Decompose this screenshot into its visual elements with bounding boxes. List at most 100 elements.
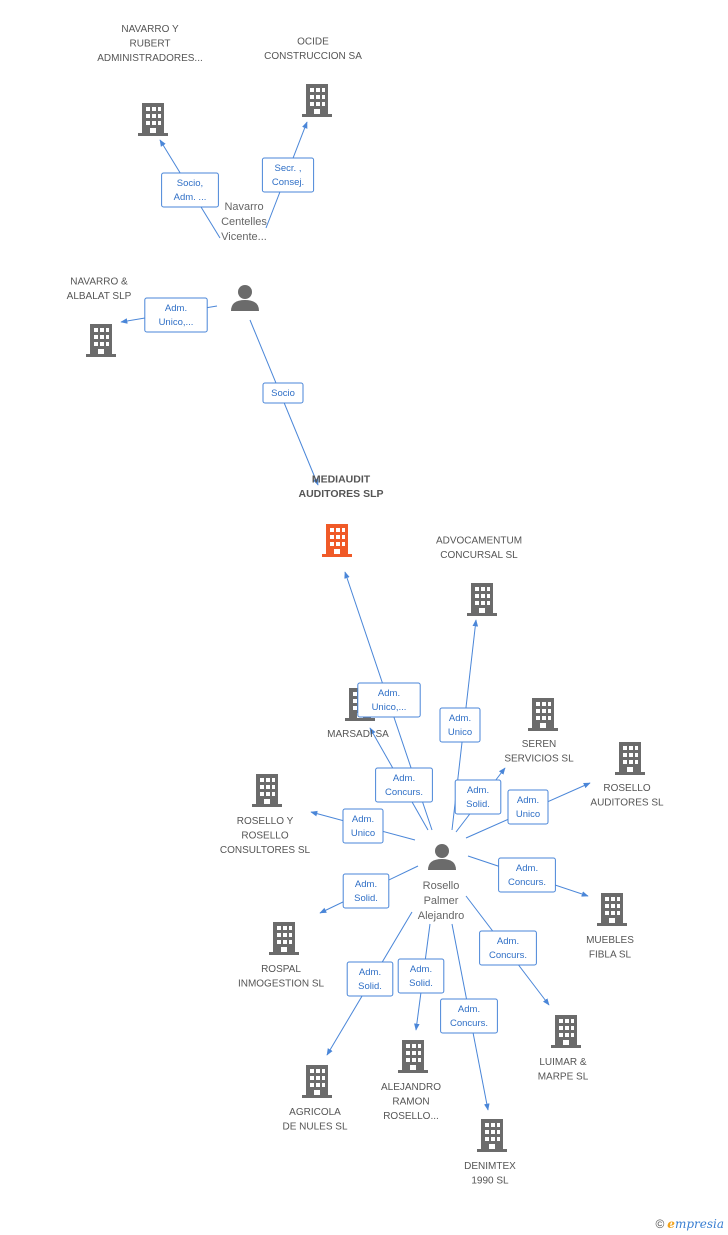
node-label-line: MARSADI SA (327, 729, 389, 740)
node-label-line: ADMINISTRADORES... (97, 53, 203, 64)
relation-label-line: Adm. (516, 863, 538, 874)
node-label-line: MUEBLES (586, 935, 634, 946)
relation-label-rosello_palmer-to-rospal[interactable]: Adm. Solid. (342, 873, 390, 909)
relation-label-line: Adm. (497, 936, 519, 947)
relation-label-line: Unico,... (372, 702, 407, 713)
relation-label-line: Secr. , (275, 163, 302, 174)
building-icon (322, 524, 352, 557)
relation-label-line: Socio (271, 388, 295, 399)
relation-label-rosello_palmer-to-luimar[interactable]: Adm. Concurs. (479, 930, 537, 966)
company-node-muebles_fibla[interactable]: MUEBLES FIBLA SL (586, 893, 634, 961)
relation-label-rosello_palmer-to-marsadi[interactable]: Adm. Concurs. (375, 767, 433, 803)
building-icon (477, 1119, 507, 1152)
building-icon (467, 583, 497, 616)
edge-labels-layer: Socio,Adm. ... Secr. , Consej. Adm. Unico,..… (144, 157, 556, 1034)
building-icon (302, 1065, 332, 1098)
relation-label-line: Adm. (467, 785, 489, 796)
building-icon (269, 922, 299, 955)
company-node-rosello_auditores[interactable]: ROSELLO AUDITORES SL (590, 742, 664, 809)
relation-label-line: Solid. (409, 978, 433, 989)
node-label-line: CONSULTORES SL (220, 845, 311, 856)
relation-label-line: Solid. (354, 893, 378, 904)
node-label-line: SERVICIOS SL (504, 754, 574, 765)
company-node-alejandro_ramon[interactable]: ALEJANDRORAMONROSELLO... (381, 1040, 441, 1122)
relation-label-line: Unico (448, 727, 472, 738)
node-label-line: SEREN (522, 739, 556, 750)
relation-label-navarro_centelles-to-navarro_albalat[interactable]: Adm.Unico,... (144, 297, 208, 333)
brand-name: mpresia (674, 1217, 724, 1231)
person-node-navarro_centelles[interactable]: NavarroCentellesVicente... (221, 201, 267, 311)
relation-label-navarro_centelles-to-navarro_rubert[interactable]: Socio,Adm. ... (161, 172, 219, 208)
node-label-line: Palmer (424, 895, 459, 907)
relation-label-line: Adm. (355, 879, 377, 890)
node-label-line: ADVOCAMENTUM (436, 536, 522, 547)
copyright-symbol: © (655, 1217, 665, 1231)
node-label-line: ALBALAT SLP (67, 291, 132, 302)
node-label-line: LUIMAR & (539, 1057, 587, 1068)
relation-label-rosello_palmer-to-alejandro_ramon[interactable]: Adm.Solid. (397, 958, 445, 994)
relation-label-line: Adm. ... (174, 192, 207, 203)
node-label-line: DE NULES SL (282, 1122, 347, 1133)
relation-label-line: Adm. (359, 967, 381, 978)
relation-label-line: Unico (516, 809, 540, 820)
node-label-line: ROSPAL (261, 964, 301, 975)
node-label-line: ROSELLO (603, 783, 650, 794)
relation-label-line: Consej. (272, 177, 304, 188)
relation-label-line: Concurs. (385, 787, 423, 798)
node-label-line: AUDITORES SL (590, 798, 664, 809)
relation-label-navarro_centelles-to-mediaudit[interactable]: Socio (262, 382, 304, 404)
company-node-luimar[interactable]: LUIMAR & MARPE SL (538, 1015, 589, 1083)
node-label-line: Navarro (224, 201, 263, 213)
relation-label-rosello_palmer-to-muebles_fibla[interactable]: Adm.Concurs. (498, 857, 556, 893)
relation-label-rosello_palmer-to-denimtex[interactable]: Adm.Concurs. (440, 998, 498, 1034)
node-label-line: RAMON (392, 1097, 429, 1108)
relation-label-rosello_palmer-to-rosello_consultores[interactable]: Adm.Unico (342, 808, 384, 844)
relation-label-rosello_palmer-to-agricola[interactable]: Adm. Solid. (346, 961, 394, 997)
node-label-line: MEDIAUDIT (312, 474, 371, 486)
node-label-line: ROSELLO Y (237, 816, 294, 827)
building-icon (86, 324, 116, 357)
node-label-line: DENIMTEX (464, 1161, 516, 1172)
person-icon (428, 844, 456, 870)
company-node-agricola[interactable]: AGRICOLA DE NULES SL (282, 1065, 348, 1133)
node-label-line: MARPE SL (538, 1072, 589, 1083)
node-label-line: ALEJANDRO (381, 1082, 441, 1093)
relation-label-line: Adm. (378, 688, 400, 699)
relation-label-rosello_palmer-to-rosello_auditores[interactable]: Adm. Unico (507, 789, 549, 825)
company-node-navarro_rubert[interactable]: NAVARRO YRUBERTADMINISTRADORES... (97, 24, 203, 136)
node-label-line: Vicente... (221, 231, 267, 243)
company-node-rosello_consultores[interactable]: ROSELLO Y ROSELLO CONSULTORES SL (220, 774, 311, 856)
relation-label-line: Solid. (466, 799, 490, 810)
building-icon (551, 1015, 581, 1048)
node-label-line: FIBLA SL (589, 950, 632, 961)
relation-label-line: Unico,... (159, 317, 194, 328)
node-label-line: AGRICOLA (289, 1107, 341, 1118)
relation-label-navarro_centelles-to-ocide[interactable]: Secr. , Consej. (261, 157, 315, 193)
relation-label-line: Adm. (517, 795, 539, 806)
relation-label-rosello_palmer-to-mediaudit[interactable]: Adm. Unico,... (357, 682, 421, 718)
building-icon (528, 698, 558, 731)
company-node-mediaudit[interactable]: MEDIAUDIT AUDITORES SLP (299, 474, 384, 558)
brand-initial: e (667, 1217, 675, 1231)
node-label-line: OCIDE (297, 37, 329, 48)
relation-label-line: Adm. (393, 773, 415, 784)
building-icon (615, 742, 645, 775)
building-icon (398, 1040, 428, 1073)
node-label-line: ROSELLO (241, 831, 288, 842)
nodes-layer: MEDIAUDIT AUDITORES SLP NAVARRO YRUBERTADM… (67, 24, 664, 1187)
node-label-line: AUDITORES SLP (299, 488, 384, 500)
node-label-line: Alejandro (418, 910, 464, 922)
relation-label-line: Solid. (358, 981, 382, 992)
relation-label-rosello_palmer-to-seren[interactable]: Adm. Solid. (454, 779, 502, 815)
footer-brand: ©empresia (655, 1217, 724, 1231)
company-node-seren[interactable]: SEREN SERVICIOS SL (504, 698, 574, 765)
relation-label-rosello_palmer-to-advocamentum[interactable]: Adm.Unico (439, 707, 481, 743)
company-node-marsadi[interactable]: MARSADI SA (327, 688, 389, 740)
relation-label-line: Concurs. (489, 950, 527, 961)
company-node-navarro_albalat[interactable]: NAVARRO &ALBALAT SLP (67, 277, 132, 358)
